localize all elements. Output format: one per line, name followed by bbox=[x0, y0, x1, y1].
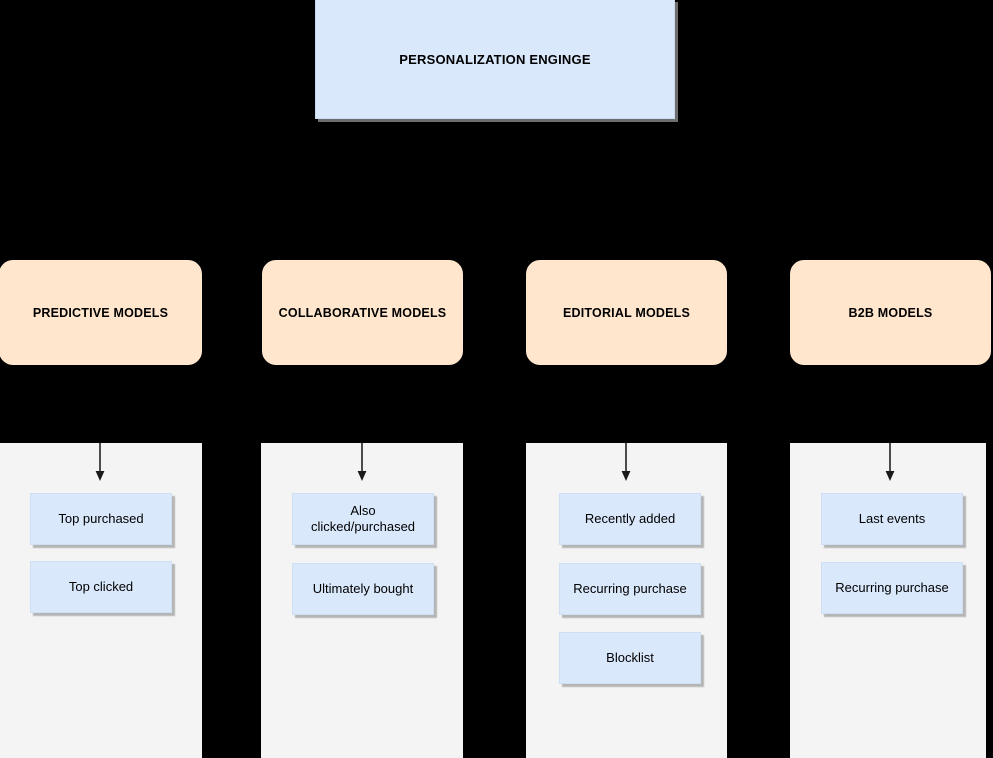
item-label-top-clicked: Top clicked bbox=[68, 579, 134, 595]
item-label-recently-added: Recently added bbox=[584, 511, 676, 527]
personalization-engine-node[interactable]: PERSONALIZATION ENGINGE bbox=[315, 0, 675, 119]
item-label-top-purchased: Top purchased bbox=[58, 511, 144, 527]
item-box-blocklist[interactable]: Blocklist bbox=[559, 632, 701, 684]
model-node-b2b-label: B2B MODELS bbox=[848, 305, 933, 320]
model-node-collaborative[interactable]: COLLABORATIVE MODELS bbox=[262, 260, 463, 365]
item-label-blocklist: Blocklist bbox=[606, 650, 654, 666]
item-box-recently-added[interactable]: Recently added bbox=[559, 493, 701, 545]
item-label-ultimately-bought: Ultimately bought bbox=[312, 581, 414, 597]
item-label-recurring-purchase-b2b: Recurring purchase bbox=[835, 580, 949, 596]
model-node-editorial[interactable]: EDITORIAL MODELS bbox=[526, 260, 727, 365]
item-box-last-events[interactable]: Last events bbox=[821, 493, 963, 545]
item-label-recurring-purchase-editorial: Recurring purchase bbox=[573, 581, 687, 597]
model-node-collaborative-label: COLLABORATIVE MODELS bbox=[278, 305, 447, 320]
model-node-editorial-label: EDITORIAL MODELS bbox=[562, 305, 691, 320]
item-box-top-purchased[interactable]: Top purchased bbox=[30, 493, 172, 545]
item-box-recurring-purchase-b2b[interactable]: Recurring purchase bbox=[821, 562, 963, 614]
item-label-last-events: Last events bbox=[858, 511, 926, 527]
model-node-predictive[interactable]: PREDICTIVE MODELS bbox=[0, 260, 202, 365]
item-box-top-clicked[interactable]: Top clicked bbox=[30, 561, 172, 613]
item-label-also-clicked-purchased: Also clicked/purchased bbox=[310, 503, 416, 534]
personalization-engine-label: PERSONALIZATION ENGINGE bbox=[399, 51, 591, 67]
item-box-ultimately-bought[interactable]: Ultimately bought bbox=[292, 563, 434, 615]
item-box-also-clicked-purchased[interactable]: Also clicked/purchased bbox=[292, 493, 434, 545]
model-node-b2b[interactable]: B2B MODELS bbox=[790, 260, 991, 365]
model-node-predictive-label: PREDICTIVE MODELS bbox=[32, 305, 169, 320]
item-box-recurring-purchase-editorial[interactable]: Recurring purchase bbox=[559, 563, 701, 615]
